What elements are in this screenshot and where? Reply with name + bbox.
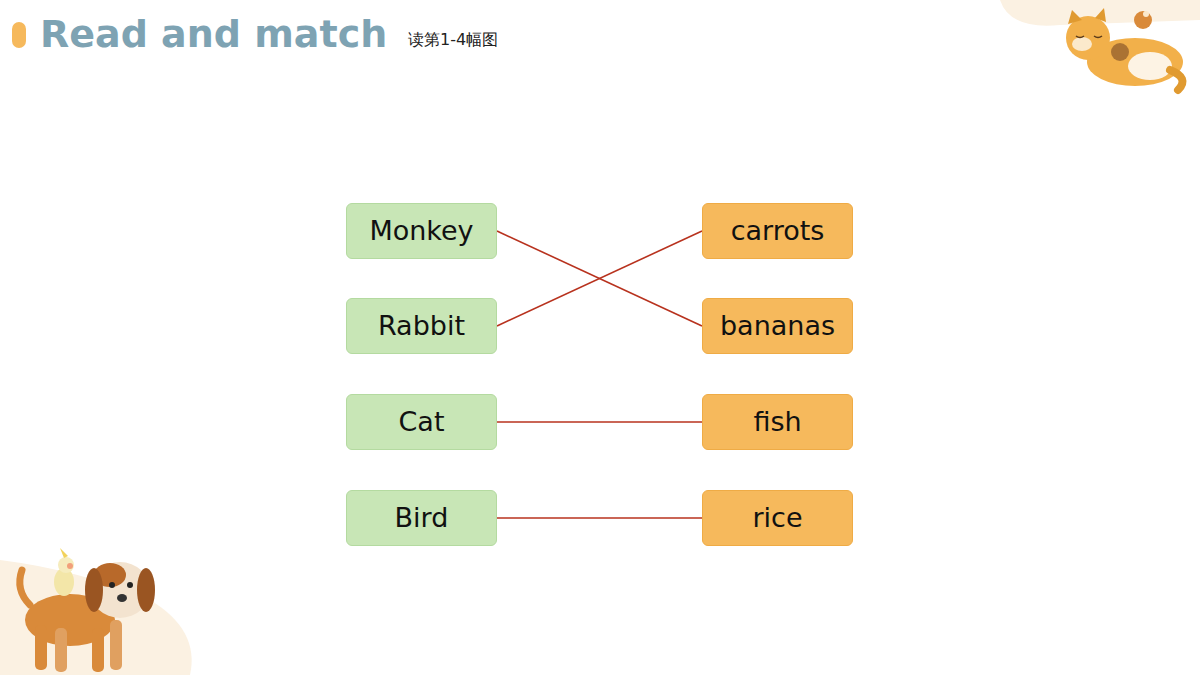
title: Read and match [40,12,387,56]
animal-box: Cat [346,394,497,450]
title-marker [12,22,26,48]
food-box: carrots [702,203,853,259]
box-label: Rabbit [378,311,465,341]
box-label: carrots [731,216,825,246]
match-line [497,421,702,423]
instruction-note: 读第1-4幅图 [408,30,498,51]
dog-illustration [20,548,155,672]
animal-box: Rabbit [346,298,497,354]
animal-box: Monkey [346,203,497,259]
food-box: fish [702,394,853,450]
match-line [497,517,702,519]
animal-box: Bird [346,490,497,546]
box-label: rice [752,503,802,533]
match-line [497,231,702,326]
box-label: Bird [395,503,449,533]
box-label: Cat [399,407,445,437]
corner-blob [0,560,192,675]
box-label: fish [753,407,801,437]
box-label: Monkey [369,216,473,246]
box-label: bananas [720,311,835,341]
cat-illustration [1066,8,1183,90]
match-line [497,231,702,326]
food-box: rice [702,490,853,546]
food-box: bananas [702,298,853,354]
